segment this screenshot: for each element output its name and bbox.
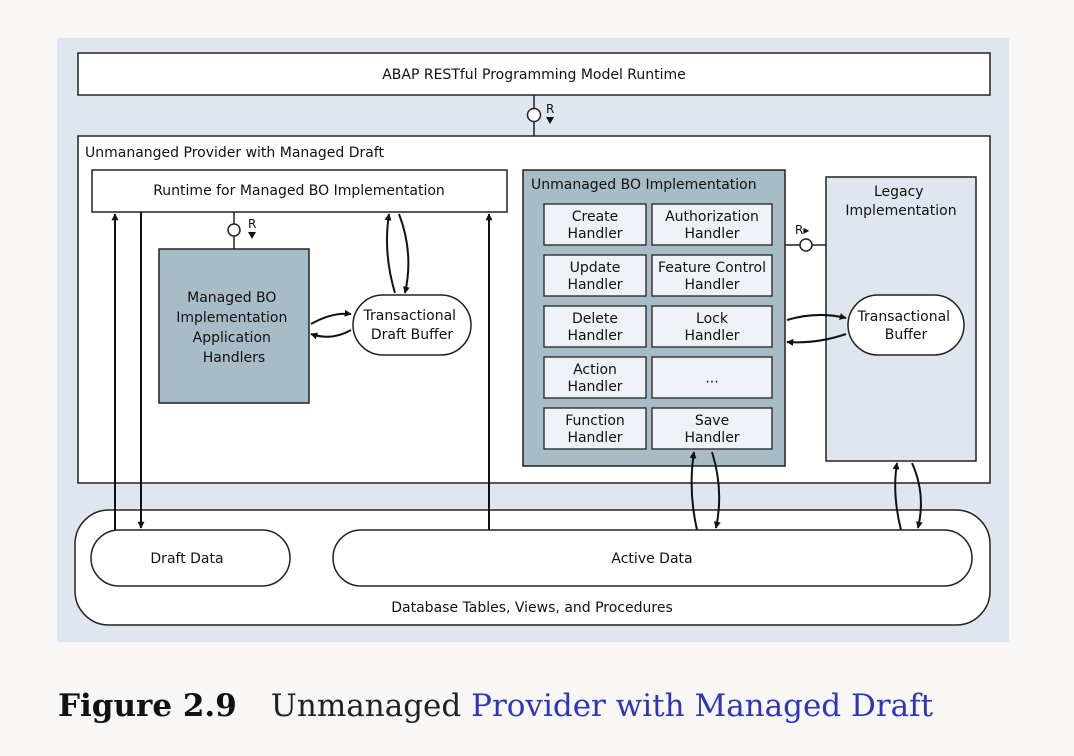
handler-box-update-handler	[543, 254, 647, 297]
transactional-buffer	[847, 294, 965, 356]
legacy-label: Legacy Implementation	[845, 184, 956, 219]
handler-line: Delete	[572, 311, 618, 327]
handler-box-authorization-handler	[651, 203, 773, 246]
caption-text-part1: Unmanaged	[270, 688, 462, 724]
handler-box-action-handler	[543, 356, 647, 399]
handler-line: Feature Control	[658, 260, 766, 276]
legacy-line-1: Legacy	[874, 184, 924, 200]
arrow-active-to-save	[689, 451, 698, 531]
handler-line: Handler	[567, 226, 622, 242]
arrow-runtime-to-buffer	[398, 213, 410, 294]
draft-buffer-line-1: Transactional	[362, 308, 456, 324]
handler-line: Update	[570, 260, 621, 276]
handler-line: Lock	[696, 311, 729, 327]
draft-buffer	[352, 294, 472, 356]
legacy-r-label: R▸	[795, 223, 809, 237]
arrow-buffer-to-lock	[786, 333, 847, 346]
handler-box-lock-handler	[651, 305, 773, 348]
handler-line: Function	[565, 413, 625, 429]
database-label: Database Tables, Views, and Procedures	[391, 600, 673, 616]
managed-handlers-box	[158, 248, 310, 404]
draft-data-pill	[90, 529, 291, 587]
handler-box-delete-handler	[543, 305, 647, 348]
handler-line: Create	[572, 209, 619, 225]
handler-line: Handler	[567, 379, 622, 395]
managed-handlers-label: Managed BO Implementation Application Ha…	[176, 290, 292, 366]
legacy-line-2: Implementation	[845, 203, 956, 219]
managed-handlers-line-1: Managed BO	[187, 290, 276, 306]
transactional-buffer-line-2: Buffer	[885, 327, 928, 343]
handler-line: Authorization	[665, 209, 759, 225]
handler-line: Action	[573, 362, 617, 378]
draft-buffer-label: Transactional Draft Buffer	[362, 308, 460, 343]
handler-line: Handler	[684, 277, 739, 293]
provider-title: Unmananged Provider with Managed Draft	[85, 145, 384, 161]
arrow-buffer-to-runtime	[384, 213, 396, 294]
handler-box-more	[651, 356, 773, 399]
figure-caption: Figure 2.9 Unmanaged Provider with Manage…	[58, 684, 933, 728]
caption-text-part2: Provider with Managed Draft	[461, 688, 934, 724]
managed-handlers-line-2: Implementation	[176, 310, 287, 326]
handler-label-more: ...	[705, 371, 718, 387]
arrow-lock-to-buffer	[786, 313, 847, 321]
transactional-buffer-label: Transactional Buffer	[856, 309, 954, 343]
arrow-active-to-legacy	[892, 462, 902, 531]
r-connector-circle	[526, 107, 542, 123]
handler-box-feature-control-handler	[651, 254, 773, 297]
handler-line: ...	[705, 371, 718, 387]
managed-handlers-line-3: Application	[193, 330, 271, 346]
handler-box-save-handler	[651, 407, 773, 450]
managed-runtime-box	[91, 169, 508, 213]
handler-line: Handler	[567, 277, 622, 293]
runtime-bar-label: ABAP RESTful Programming Model Runtime	[382, 67, 686, 83]
managed-runtime-label: Runtime for Managed BO Implementation	[153, 183, 445, 199]
arrow-handlers-to-buffer	[310, 309, 352, 325]
figure-label: Figure 2.9	[58, 688, 237, 724]
arrow-buffer-to-handlers	[310, 329, 352, 340]
managed-handlers-line-4: Handlers	[203, 350, 265, 366]
r-connector-arrowhead	[546, 117, 554, 124]
arrow-legacy-to-active	[911, 462, 923, 529]
arrow-save-to-active	[711, 451, 721, 529]
runtime-bar	[77, 52, 991, 96]
draft-data-label: Draft Data	[150, 551, 223, 567]
handler-line: Handler	[567, 328, 622, 344]
transactional-buffer-line-1: Transactional	[856, 309, 950, 325]
handler-box-create-handler	[543, 203, 647, 246]
managed-r-circle	[227, 223, 241, 237]
handler-line: Handler	[684, 430, 739, 446]
legacy-r-circle	[799, 238, 813, 252]
r-connector-label: R	[546, 102, 554, 116]
managed-r-label: R	[248, 217, 256, 231]
handler-line: Handler	[684, 328, 739, 344]
active-data-pill	[332, 529, 973, 587]
active-data-label: Active Data	[611, 551, 692, 567]
handler-box-function-handler	[543, 407, 647, 450]
handler-line: Handler	[567, 430, 622, 446]
handler-line: Handler	[684, 226, 739, 242]
draft-buffer-line-2: Draft Buffer	[371, 327, 453, 343]
handler-line: Save	[695, 413, 729, 429]
unmanaged-title: Unmanaged BO Implementation	[531, 177, 757, 193]
managed-r-arrowhead	[248, 232, 256, 239]
